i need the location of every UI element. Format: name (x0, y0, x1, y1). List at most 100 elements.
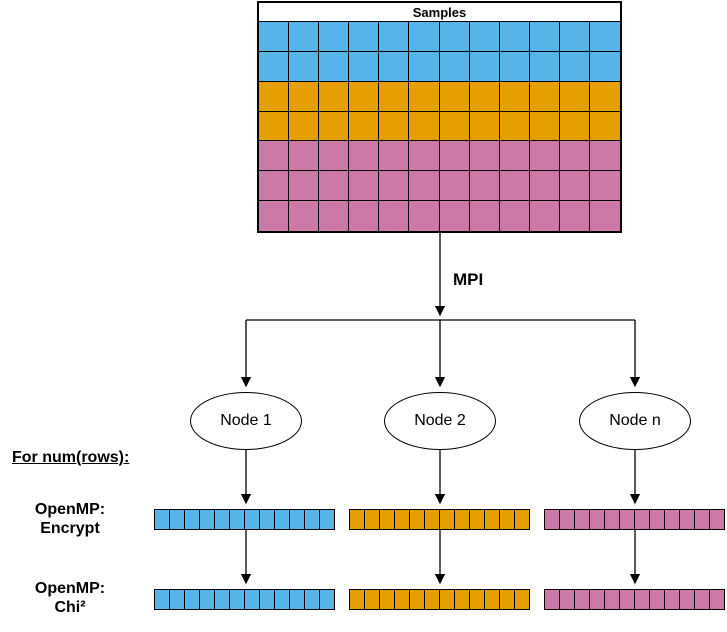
node-1-ellipse: Node 1 (190, 392, 302, 450)
sample-cell-pink (379, 141, 410, 172)
sample-cell-blue (469, 22, 500, 52)
bar-cell-pink (575, 510, 590, 529)
sample-cell-orange (349, 81, 380, 112)
sample-cell-pink (319, 171, 350, 202)
sample-cell-blue (259, 51, 290, 82)
bar-cell-pink (620, 510, 635, 529)
bar-cell-blue (200, 510, 215, 529)
bar-cell-pink (545, 510, 560, 529)
bar-cell-orange (470, 510, 485, 529)
bar-cell-orange (365, 510, 380, 529)
sample-cell-blue (589, 22, 620, 52)
bar-cell-blue (320, 590, 334, 609)
bar-cell-orange (350, 510, 365, 529)
sample-cell-blue (349, 22, 380, 52)
sample-cell-orange (499, 111, 530, 142)
sample-cell-pink (409, 171, 440, 202)
bar-cell-orange (470, 590, 485, 609)
sample-cell-blue (439, 51, 470, 82)
sample-cell-blue (289, 22, 320, 52)
bar-cell-pink (665, 510, 680, 529)
bar-cell-blue (185, 510, 200, 529)
node-2-ellipse: Node 2 (384, 392, 496, 450)
bar-cell-orange (485, 510, 500, 529)
sample-cell-pink (589, 141, 620, 172)
sample-cell-pink (499, 141, 530, 172)
bar-cell-pink (590, 590, 605, 609)
sample-cell-orange (559, 81, 590, 112)
bar-cell-pink (710, 510, 724, 529)
bar-cell-orange (410, 590, 425, 609)
bar-cell-orange (350, 590, 365, 609)
sample-cell-pink (409, 201, 440, 231)
bar-cell-pink (695, 510, 710, 529)
bar-cell-blue (215, 590, 230, 609)
bar-cell-pink (560, 590, 575, 609)
bar-cell-pink (605, 590, 620, 609)
sample-cell-orange (589, 81, 620, 112)
sample-cell-orange (529, 111, 560, 142)
bar-cell-pink (665, 590, 680, 609)
sample-cell-blue (529, 22, 560, 52)
sample-cell-pink (409, 141, 440, 172)
bar-cell-orange (395, 510, 410, 529)
sample-cell-pink (439, 171, 470, 202)
bar-cell-orange (500, 510, 515, 529)
encrypt-bar-node-2 (349, 509, 530, 530)
sample-cell-blue (319, 51, 350, 82)
encrypt-bar-node-1 (154, 509, 335, 530)
bar-cell-pink (650, 590, 665, 609)
bar-cell-blue (245, 510, 260, 529)
bar-cell-blue (290, 590, 305, 609)
bar-cell-blue (260, 590, 275, 609)
sample-cell-blue (499, 22, 530, 52)
bar-cell-orange (380, 590, 395, 609)
sample-cell-pink (319, 141, 350, 172)
bar-cell-orange (380, 510, 395, 529)
sample-cell-orange (529, 81, 560, 112)
bar-cell-blue (275, 590, 290, 609)
sample-cell-orange (289, 81, 320, 112)
bar-cell-orange (500, 590, 515, 609)
sample-cell-orange (439, 111, 470, 142)
sample-cell-pink (349, 171, 380, 202)
sample-cell-blue (349, 51, 380, 82)
sample-cell-blue (289, 51, 320, 82)
sample-cell-blue (439, 22, 470, 52)
bar-cell-orange (365, 590, 380, 609)
mpi-label: MPI (453, 270, 484, 289)
openmp-encrypt-label-line2: Encrypt (40, 520, 100, 537)
sample-cell-pink (439, 201, 470, 231)
sample-cell-pink (589, 201, 620, 231)
bar-cell-orange (440, 590, 455, 609)
sample-cell-pink (349, 201, 380, 231)
sample-cell-pink (379, 171, 410, 202)
bar-cell-blue (200, 590, 215, 609)
bar-cell-orange (425, 510, 440, 529)
bar-cell-orange (515, 590, 529, 609)
bar-cell-pink (635, 510, 650, 529)
sample-cell-blue (259, 22, 290, 52)
sample-cell-pink (529, 201, 560, 231)
sample-cell-orange (319, 81, 350, 112)
sample-cell-blue (559, 22, 590, 52)
bar-cell-pink (680, 510, 695, 529)
chi-bar-node-2 (349, 589, 530, 610)
bar-cell-blue (230, 590, 245, 609)
bar-cell-blue (155, 510, 170, 529)
chi-bar-node-n (544, 589, 725, 610)
sample-cell-blue (379, 51, 410, 82)
node-1-label: Node 1 (220, 412, 272, 429)
sample-cell-pink (469, 171, 500, 202)
bar-cell-orange (395, 590, 410, 609)
sample-cell-orange (349, 111, 380, 142)
bar-cell-pink (635, 590, 650, 609)
sample-cell-pink (499, 171, 530, 202)
sample-cell-pink (349, 141, 380, 172)
sample-cell-orange (469, 111, 500, 142)
sample-cell-orange (379, 111, 410, 142)
sample-cell-blue (589, 51, 620, 82)
sample-cell-orange (589, 111, 620, 142)
sample-cell-pink (319, 201, 350, 231)
